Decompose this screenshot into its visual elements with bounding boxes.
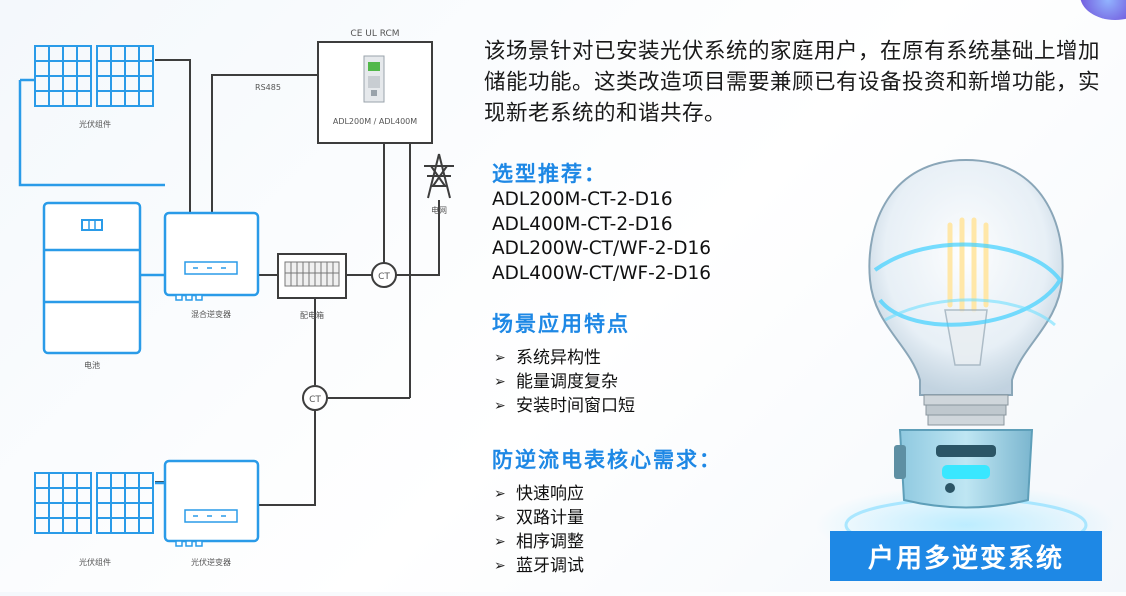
wire-ct2-pvinv (258, 411, 316, 506)
ct-label-2: CT (309, 395, 321, 405)
wire-ct1-grid (396, 200, 440, 276)
feature-item: ➢安装时间窗口短 (494, 396, 635, 416)
ct-sensor-1 (371, 262, 397, 288)
features-title: 场景应用特点 (492, 312, 630, 336)
decorative-orb (1080, 0, 1126, 20)
pv-inverter-label: 光伏逆变器 (191, 557, 231, 567)
arrow-bullet-icon: ➢ (494, 374, 506, 390)
model-list: ADL200M-CT-2-D16 ADL400M-CT-2-D16 ADL200… (492, 188, 711, 286)
battery (42, 201, 142, 355)
requirement-item: ➢快速响应 (494, 484, 584, 504)
arrow-bullet-icon: ➢ (494, 398, 506, 414)
meter-model: ADL200M / ADL400M (333, 117, 417, 126)
ct-sensor-2 (302, 385, 328, 411)
pv-panels-top (34, 45, 154, 107)
requirement-item: ➢相序调整 (494, 532, 584, 552)
distribution-box (277, 253, 347, 299)
requirements-title: 防逆流电表核心需求： (492, 448, 722, 472)
pv-label-top: 光伏组件 (79, 119, 111, 129)
meter-certs: CE UL RCM (350, 29, 399, 39)
ct-label-1: CT (378, 272, 390, 282)
arrow-bullet-icon: ➢ (494, 534, 506, 550)
selection-title: 选型推荐： (492, 162, 607, 186)
requirement-item: ➢蓝牙调试 (494, 556, 584, 576)
arrow-bullet-icon: ➢ (494, 350, 506, 366)
wire-rs485 (211, 74, 318, 215)
features-list: ➢系统异构性 ➢能量调度复杂 ➢安装时间窗口短 (494, 346, 635, 418)
system-diagram: 光伏组件 电池 混合逆变器 CE UL RCM ADL200M / ADL400… (18, 29, 454, 567)
pv-panels-bottom (34, 472, 154, 534)
battery-label: 电池 (84, 360, 100, 370)
feature-item: ➢系统异构性 (494, 348, 601, 368)
arrow-bullet-icon: ➢ (494, 558, 506, 574)
model-item: ADL400W-CT/WF-2-D16 (492, 262, 712, 284)
intro-paragraph: 该场景针对已安装光伏系统的家庭用户，在原有系统基础上增加储能功能。这类改造项目需… (484, 39, 1101, 126)
feature-item: ➢能量调度复杂 (494, 372, 618, 392)
pv-label-bottom: 光伏组件 (79, 557, 111, 567)
pv-inverter (163, 459, 260, 547)
wire-pv-top (155, 59, 191, 215)
rs485-label: RS485 (255, 83, 281, 92)
arrow-bullet-icon: ➢ (494, 510, 506, 526)
model-item: ADL200M-CT-2-D16 (492, 189, 673, 210)
distribution-box-label: 配电箱 (300, 310, 324, 320)
light-bulb-illustration (770, 130, 1126, 592)
meter-box (317, 41, 433, 144)
hybrid-inverter-label: 混合逆变器 (191, 309, 231, 319)
requirements-list: ➢快速响应 ➢双路计量 ➢相序调整 ➢蓝牙调试 (494, 482, 584, 578)
wire-pv-battery-link (18, 80, 165, 187)
model-item: ADL400M-CT-2-D16 (492, 213, 673, 235)
grid-label: 电网 (431, 205, 447, 215)
grid-tower-icon (424, 153, 454, 199)
arrow-bullet-icon: ➢ (494, 486, 506, 502)
hybrid-inverter (163, 211, 260, 301)
model-item: ADL200W-CT/WF-2-D16 (492, 238, 712, 259)
requirement-item: ➢双路计量 (494, 508, 584, 528)
scenario-badge: 户用多逆变系统 (830, 531, 1102, 581)
